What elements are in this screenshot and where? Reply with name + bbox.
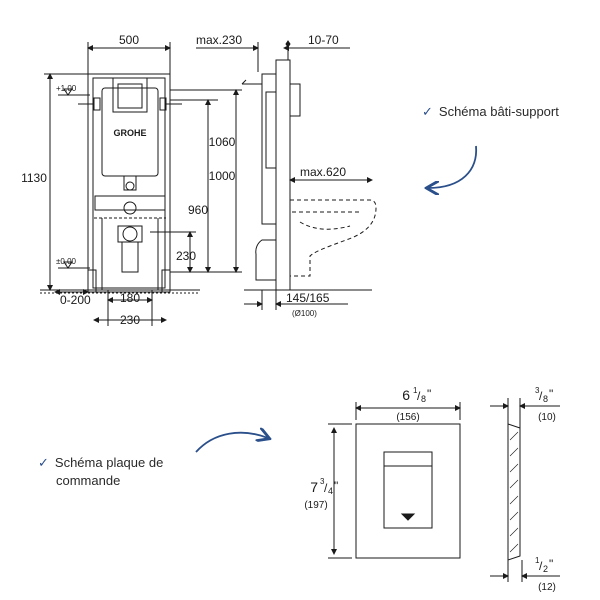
support-frame-front-view	[40, 42, 242, 326]
pan-connector	[123, 201, 137, 215]
plate-profile	[507, 423, 521, 561]
caption-flush-plate-line1: Schéma plaque de	[54, 455, 164, 470]
label-max230: max.230	[196, 33, 242, 47]
wall	[275, 59, 291, 291]
flush-plate-front-view	[328, 402, 461, 559]
label-0-200: 0-200	[60, 293, 91, 307]
caption-support-frame-text: Schéma bâti-support	[438, 104, 559, 119]
label-plate-width-mm: (156)	[396, 412, 419, 423]
label-plate-width-num: 1	[413, 386, 418, 395]
label-1060: 1060	[209, 135, 236, 149]
waste-outlet	[122, 226, 138, 242]
label-diameter: (Ø100)	[292, 309, 317, 318]
wc-pan-outline	[290, 199, 377, 277]
label-960: 960	[188, 203, 208, 217]
frac-slash: /	[324, 481, 328, 495]
support-frame-side-view	[196, 40, 377, 310]
flush-opening-inner	[117, 83, 143, 109]
label-height: 1130	[21, 171, 47, 185]
label-top-level: +1,00	[56, 84, 77, 93]
label-plate-height-in: 7	[310, 479, 318, 495]
curved-arrow-to-frame-icon	[428, 145, 477, 188]
inch-mark: "	[334, 479, 338, 493]
label-plate-height-mm: (197)	[304, 500, 327, 511]
wc-pan-bowl	[299, 221, 351, 230]
level-marker-floor	[63, 261, 73, 269]
drain-elbow	[255, 239, 277, 281]
inlet-left	[78, 97, 101, 111]
label-10-70: 10-70	[308, 33, 339, 47]
leg-right	[161, 269, 171, 293]
label-plate-width-den: 8	[421, 394, 426, 404]
diamond-marker	[285, 40, 291, 48]
label-thick-top-num: 3	[535, 386, 540, 395]
label-1000: 1000	[209, 169, 236, 183]
flush-button-mark	[400, 513, 416, 521]
inch-mark: "	[549, 387, 553, 401]
caption-support-frame: ✓ Schéma bâti-support	[422, 103, 559, 121]
cistern-profile	[265, 91, 277, 169]
support-frame-labels: 500 1130 +1,00 ±0,00 GROHE 1060 1000 960…	[21, 33, 236, 327]
label-145-165: 145/165	[286, 291, 330, 305]
label-thick-top-mm: (10)	[538, 412, 556, 423]
inch-mark: "	[427, 387, 431, 401]
frac-slash: /	[539, 389, 543, 403]
label-thick-bot-den: 2	[543, 564, 548, 574]
label-230-bottom: 230	[120, 313, 140, 327]
flush-plate-outline	[355, 423, 461, 559]
brand-logo-text: GROHE	[113, 128, 146, 138]
flush-plate-labels: 6 1 / 8 " (156) 7 3 / 4 " (197) 3 / 8 " …	[304, 386, 556, 593]
caption-flush-plate-line2: commande	[56, 473, 121, 488]
waste-fitting	[117, 225, 143, 243]
frame-inner	[92, 77, 166, 289]
label-180: 180	[120, 291, 140, 305]
label-plate-height-den: 4	[328, 486, 333, 496]
label-floor-level: ±0,00	[56, 257, 77, 266]
flush-button	[383, 451, 433, 529]
hatch-lines	[509, 431, 519, 553]
drain-joint	[125, 181, 135, 191]
label-thick-top-den: 8	[543, 394, 548, 404]
check-icon: ✓	[422, 104, 433, 119]
flush-plate-profile	[289, 83, 301, 117]
frac-slash: /	[539, 559, 543, 573]
drain-pipe	[123, 175, 137, 191]
inch-mark: "	[549, 557, 553, 571]
label-thick-bot-mm: (12)	[538, 582, 556, 593]
label-230-right: 230	[176, 249, 196, 263]
label-max620: max.620	[300, 165, 346, 179]
flush-opening	[112, 77, 148, 113]
inlet-right	[159, 97, 182, 111]
label-plate-width-in: 6	[402, 387, 410, 403]
check-icon: ✓	[38, 455, 49, 470]
label-thick-bot-num: 1	[535, 556, 540, 565]
level-marker-top	[63, 88, 73, 96]
crossbar	[94, 195, 166, 211]
frame-outline	[87, 73, 171, 293]
leg-left	[87, 269, 97, 293]
frame-profile	[261, 73, 277, 225]
label-plate-height-num: 3	[320, 477, 325, 486]
frac-slash: /	[417, 389, 421, 403]
waste-pipe	[121, 241, 139, 273]
side-view-labels: max.230 10-70 max.620 145/165 (Ø100)	[196, 33, 346, 318]
caption-flush-plate: ✓ Schéma plaque de commande	[38, 454, 163, 490]
inlet-side	[241, 79, 262, 85]
flush-plate-side-view	[490, 398, 560, 582]
curved-arrow-to-plate-icon	[195, 433, 268, 453]
label-width: 500	[119, 33, 139, 47]
